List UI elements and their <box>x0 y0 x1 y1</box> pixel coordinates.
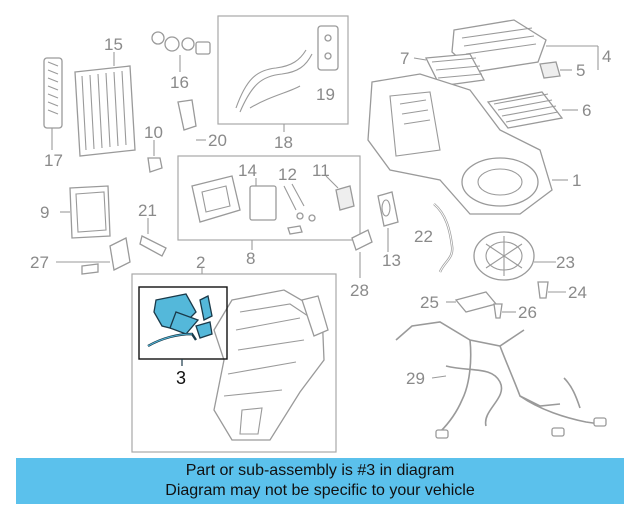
callout-22: 22 <box>414 227 433 246</box>
part-8-group <box>177 155 361 250</box>
callout-26: 26 <box>518 303 537 322</box>
part-17-heater-core <box>43 57 63 150</box>
callout-10: 10 <box>144 123 163 142</box>
part-7-filter-frame <box>413 53 486 87</box>
part-3-highlighted <box>138 286 228 366</box>
callout-3: 3 <box>176 368 186 388</box>
callout-12: 12 <box>278 165 297 184</box>
part-11-valve <box>325 175 355 211</box>
part-16-fittings <box>151 31 211 72</box>
part-15-evaporator <box>74 52 136 157</box>
callout-25: 25 <box>420 293 439 312</box>
part-4-casing <box>451 19 599 73</box>
callout-29: 29 <box>406 369 425 388</box>
part-24-screw <box>537 281 566 299</box>
part-13-bracket <box>377 191 399 252</box>
part-6-cabin-filter <box>486 91 578 129</box>
part-18-group <box>217 15 349 132</box>
callout-19: 19 <box>316 85 335 104</box>
part-28-sensor <box>351 229 373 278</box>
callout-27: 27 <box>30 253 49 272</box>
callout-2: 2 <box>196 253 205 272</box>
parts-diagram: 1 2 3 4 5 6 7 8 9 10 11 12 13 14 15 16 1… <box>30 15 611 453</box>
part-14-module <box>249 178 277 221</box>
part-9-filter <box>60 185 111 239</box>
part-22-hose <box>433 203 454 273</box>
callout-14: 14 <box>238 161 257 180</box>
callout-13: 13 <box>382 251 401 270</box>
callout-21: 21 <box>138 201 157 220</box>
part-12-fasteners <box>283 183 316 235</box>
callout-18: 18 <box>274 133 293 152</box>
part-1-hvac-housing <box>367 73 568 215</box>
callout-16: 16 <box>170 73 189 92</box>
callout-23: 23 <box>556 253 575 272</box>
part-27-bracket <box>56 237 131 275</box>
part-14-gasket <box>191 175 241 223</box>
part-20-bracket <box>177 99 206 141</box>
callout-6: 6 <box>582 101 591 120</box>
callout-9: 9 <box>40 203 49 222</box>
part-2-group <box>131 268 337 453</box>
callout-8: 8 <box>246 249 255 268</box>
callout-4: 4 <box>602 47 611 66</box>
callout-7: 7 <box>400 49 409 68</box>
callout-20: 20 <box>208 131 227 150</box>
part-26-screw <box>493 303 516 319</box>
callout-24: 24 <box>568 283 587 302</box>
callout-1: 1 <box>572 171 581 190</box>
info-banner: Part or sub-assembly is #3 in diagram Di… <box>16 458 624 504</box>
callout-5: 5 <box>576 61 585 80</box>
part-25-resistor <box>446 291 498 313</box>
part-5-clip <box>539 61 572 79</box>
callout-17: 17 <box>44 151 63 170</box>
part-10-sensor <box>147 140 163 173</box>
callout-28: 28 <box>350 281 369 300</box>
part-23-blower <box>473 231 556 281</box>
banner-line-1: Part or sub-assembly is #3 in diagram <box>185 462 455 479</box>
banner-line-2: Diagram may not be specific to your vehi… <box>165 482 475 499</box>
callout-15: 15 <box>104 35 123 54</box>
part-21-actuator <box>139 218 167 257</box>
callout-11: 11 <box>312 161 330 180</box>
part-29-wire-harness <box>395 321 607 439</box>
